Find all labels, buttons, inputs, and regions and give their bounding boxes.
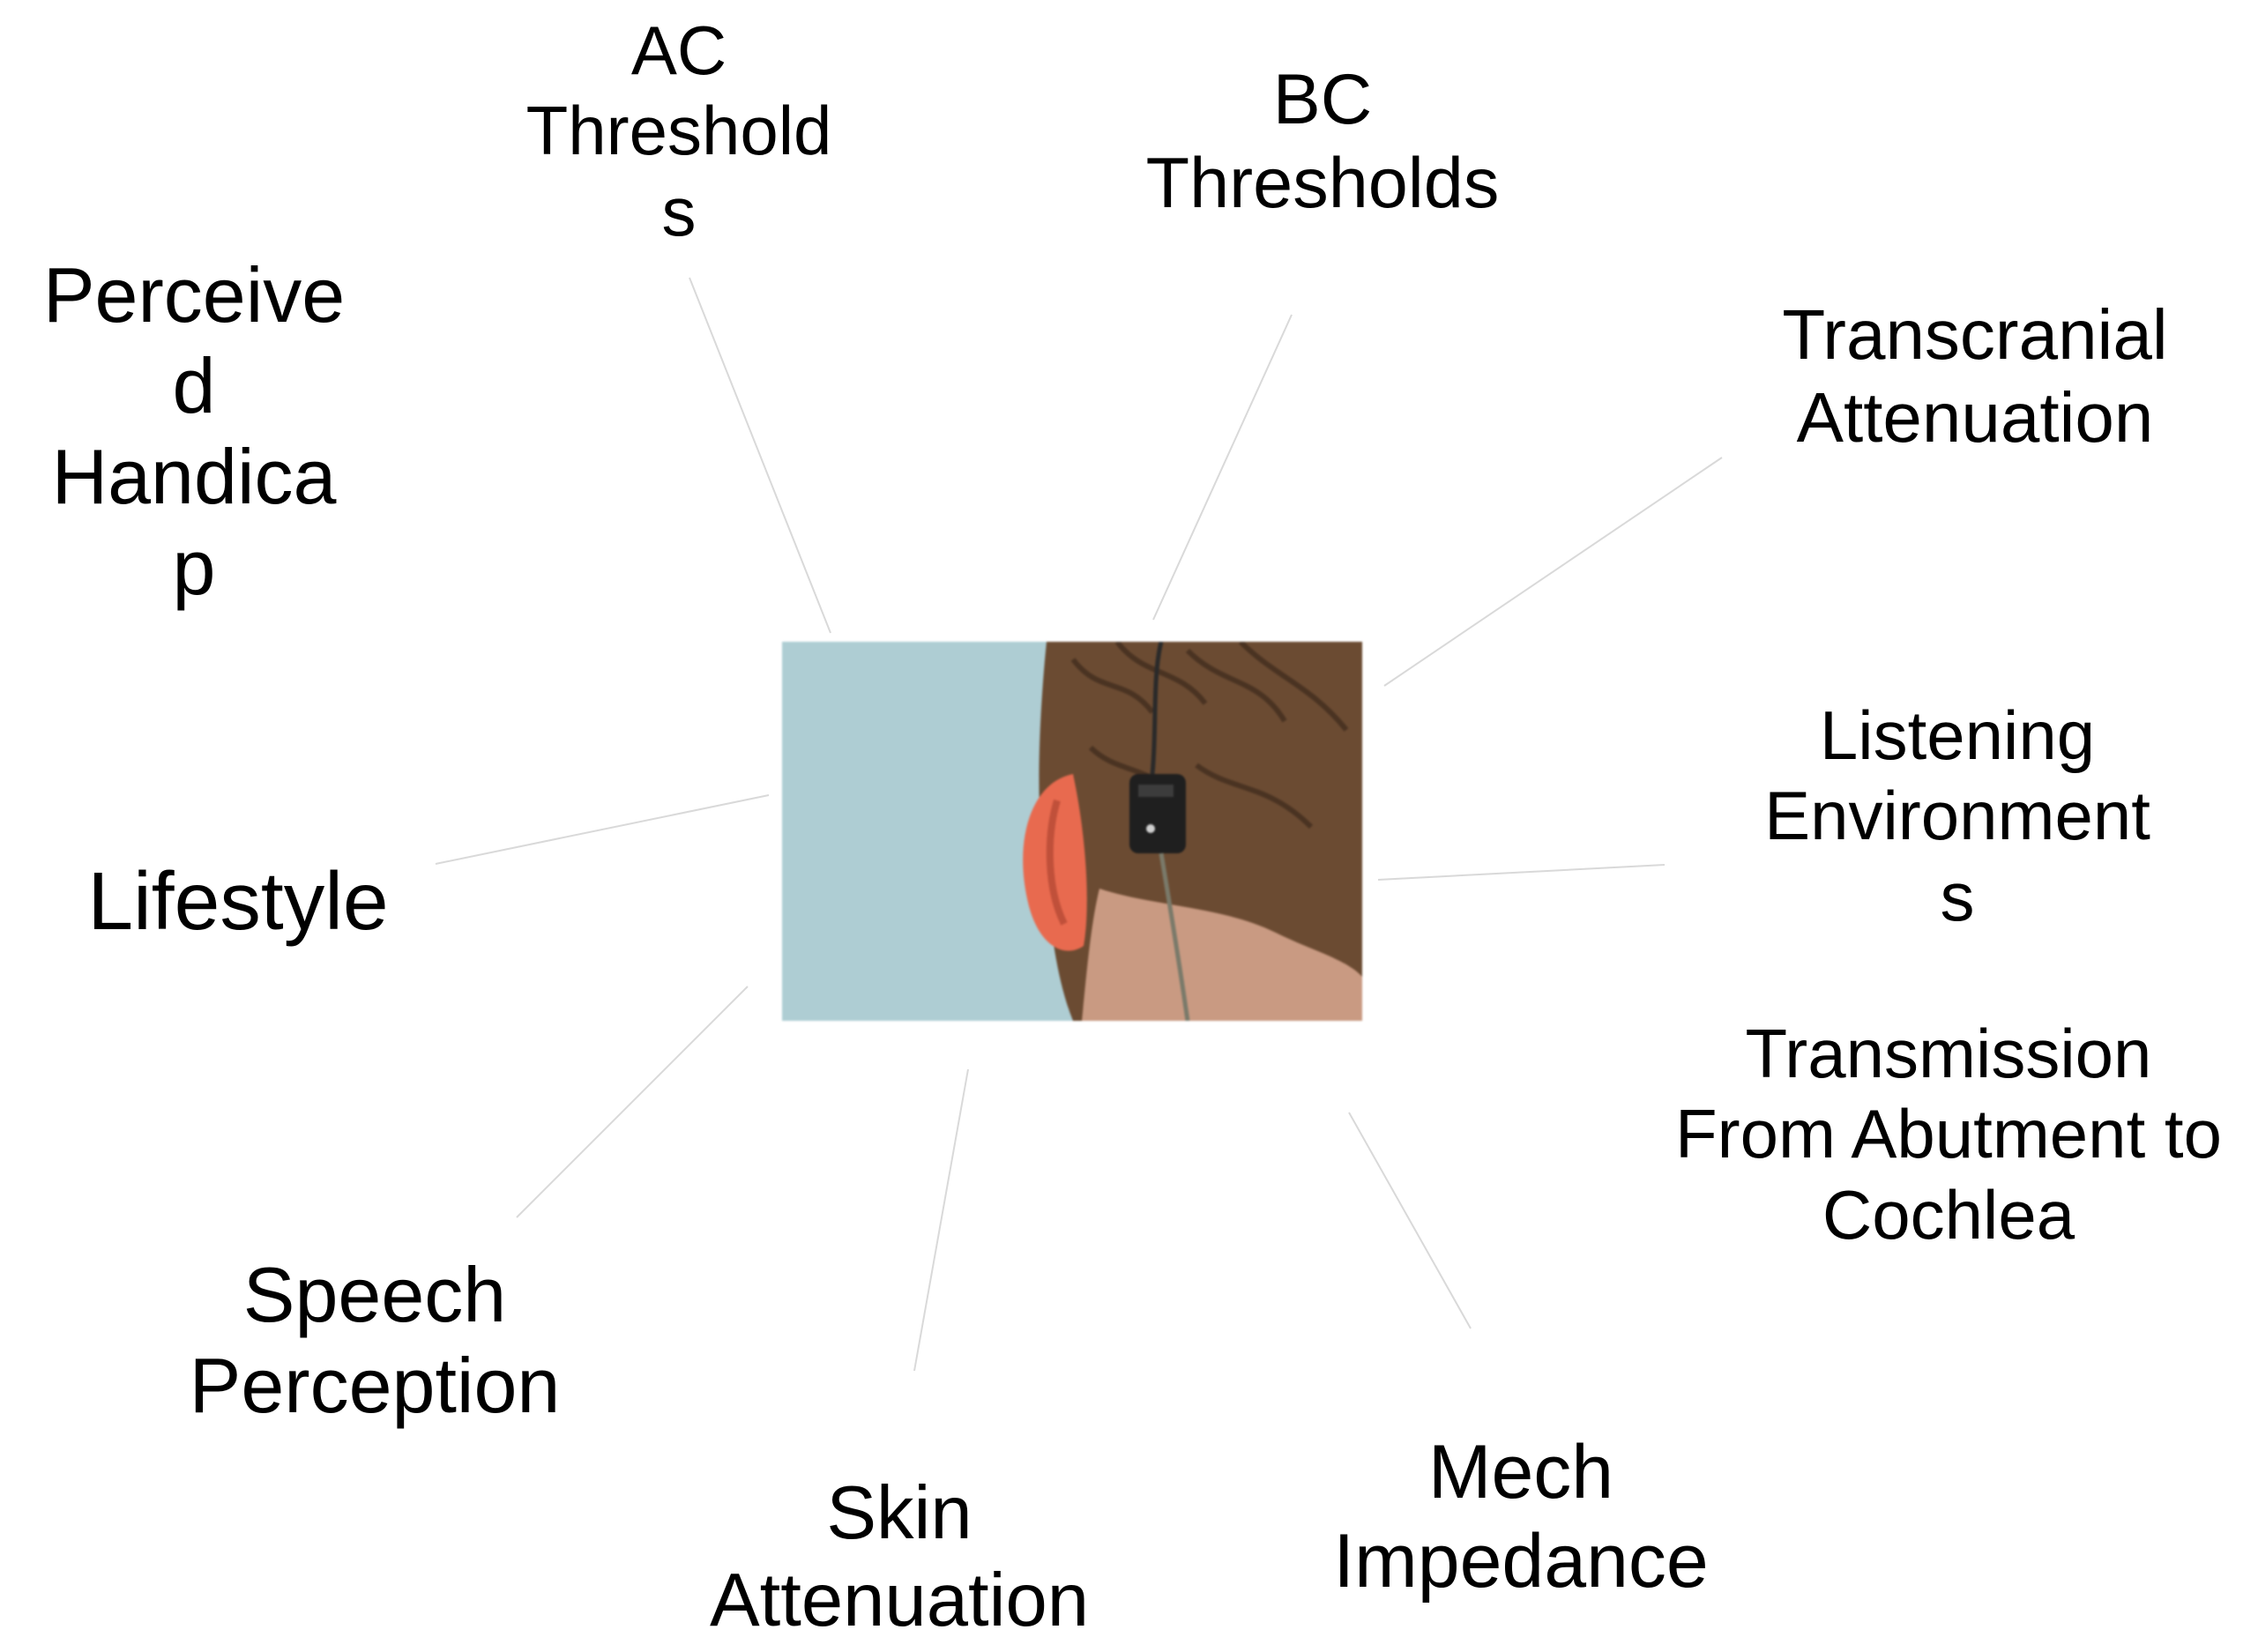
label-perceived-handicap: Perceive d Handica p xyxy=(0,250,388,614)
label-skin-attenuation: Skin Attenuation xyxy=(635,1470,1164,1645)
label-speech-perception: Speech Perception xyxy=(106,1250,644,1432)
label-transmission-from-abutment-to-cochlea: Transmission From Abutment to Cochlea xyxy=(1640,1014,2257,1255)
hearing-device-photo xyxy=(782,642,1362,1021)
label-ac-thresholds: AC Threshold s xyxy=(467,11,891,252)
connector-speech-perception xyxy=(517,986,748,1217)
connector-bc-thresholds xyxy=(1153,315,1292,620)
connector-listening-environments xyxy=(1378,865,1665,880)
connector-mech-impedance xyxy=(1349,1112,1471,1328)
label-bc-thresholds: BC Thresholds xyxy=(1058,58,1587,226)
label-listening-environments: Listening Environment s xyxy=(1675,696,2239,937)
label-transcranial-attenuation: Transcranial Attenuation xyxy=(1693,294,2257,458)
bone-anchored-hearing-device-icon xyxy=(782,642,1362,1021)
connector-skin-attenuation xyxy=(914,1069,968,1371)
label-mech-impedance: Mech Impedance xyxy=(1261,1428,1781,1605)
label-lifestyle: Lifestyle xyxy=(0,853,476,949)
connector-ac-thresholds xyxy=(689,278,831,633)
connector-transcranial-attenuation xyxy=(1384,458,1722,686)
connector-lifestyle xyxy=(436,795,769,864)
